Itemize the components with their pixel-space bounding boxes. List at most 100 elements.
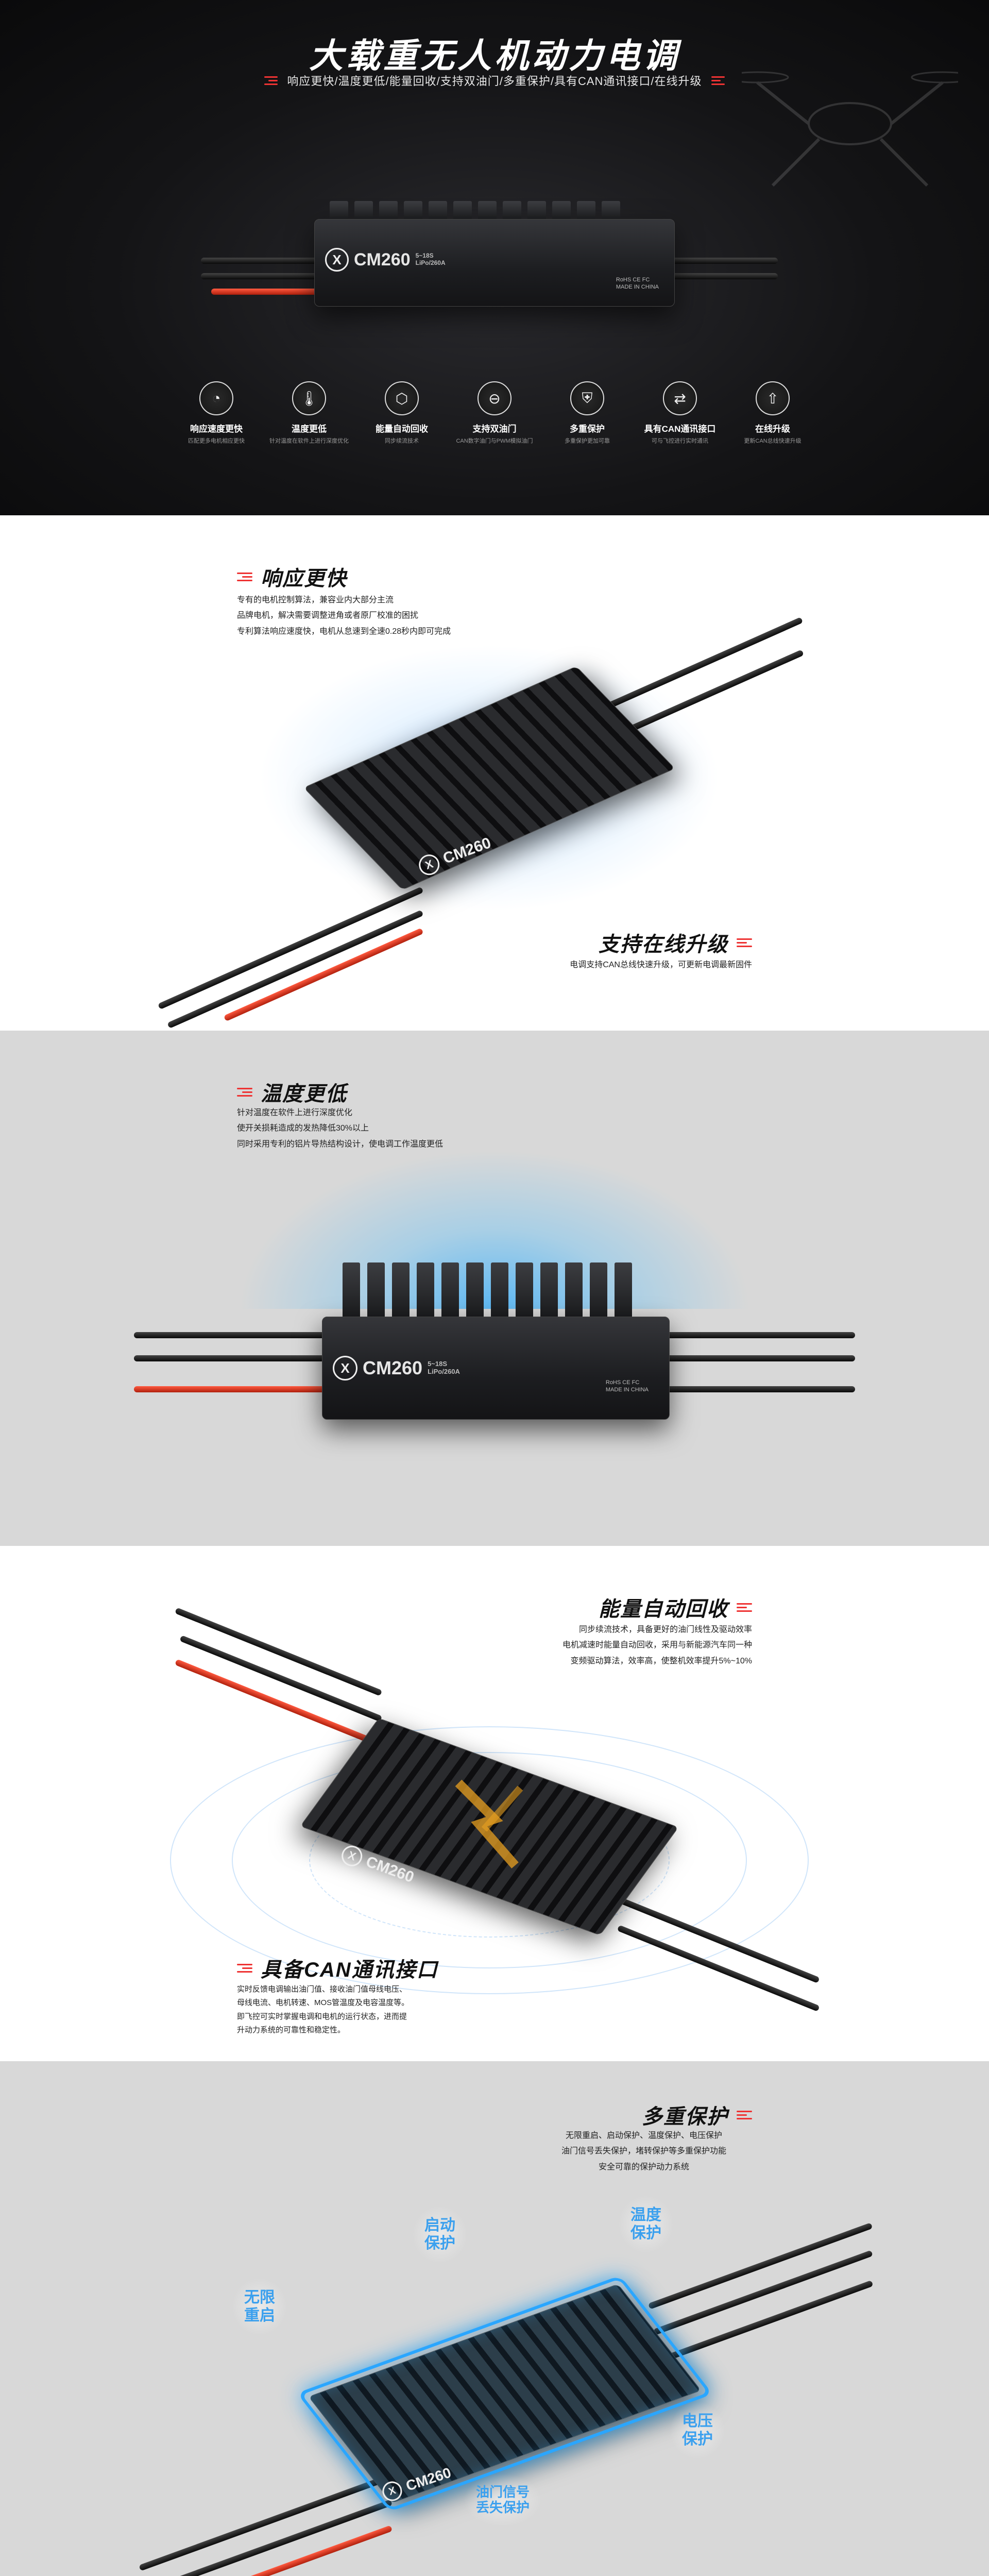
cable: [134, 1355, 340, 1361]
ring-decoration: [170, 1726, 809, 1994]
cable: [223, 928, 424, 1022]
thermometer-icon: 🌡: [292, 381, 326, 415]
cable: [654, 273, 778, 279]
cable: [134, 1332, 340, 1338]
feature-desc: 多重保护更加可靠: [565, 438, 610, 444]
feature-name: 响应速度更快: [190, 424, 243, 434]
esc-model: CM260: [363, 1357, 423, 1378]
heatsink-fins: [330, 201, 620, 222]
esc-spec: 5~18S LiPo/260A: [415, 252, 446, 266]
hero-product-image: X CM260 5~18S LiPo/260A RoHS CE FC MADE …: [0, 196, 989, 330]
hero-section: 大载重无人机动力电调 响应更快/温度更低/能量回收/支持双油门/多重保护/具有C…: [0, 0, 989, 515]
esc-body: X CM260 5~18S LiPo/260A RoHS CE FC MADE …: [314, 219, 675, 307]
feature-desc: 更新CAN总线快速升级: [744, 438, 802, 444]
product-image: X CM260 5~18S LiPo/260A RoHS CE FC MADE …: [0, 1031, 989, 1546]
feature-desc: 针对温度在软件上进行深度优化: [269, 438, 349, 444]
response-section: 响应更快 专有的电机控制算法，兼容业内大部分主流 品牌电机，解决需要调整进角或者…: [0, 515, 989, 1031]
drone-silhouette-icon: [742, 71, 958, 187]
section-text: 针对温度在软件上进行深度优化 使开关损耗造成的发热降低30%以上 同时采用专利的…: [237, 1108, 444, 1149]
protection-tag-signal: 油门信号 丢失保护: [464, 2473, 542, 2527]
feature-desc: CAN数字油门与PWM模拟油门: [456, 438, 533, 444]
cable: [659, 1355, 855, 1361]
section-title: 响应更快: [237, 562, 347, 592]
feature-item: ⇄ 具有CAN通讯接口 可与飞控进行实时通讯: [639, 381, 721, 445]
protection-section: 多重保护 无限重启、启动保护、温度保护、电压保护 油门信号丢失保护，堵转保护等多…: [0, 2061, 989, 2576]
dash-decoration-icon: [237, 1087, 252, 1097]
cable: [659, 1332, 855, 1338]
upgrade-icon: ⇧: [756, 381, 790, 415]
feature-name: 支持双油门: [472, 424, 517, 434]
hero-title: 大载重无人机动力电调: [309, 37, 680, 75]
esc-cert: RoHS CE FC MADE IN CHINA: [605, 1379, 649, 1393]
feature-name: 在线升级: [755, 424, 790, 434]
speedometer-icon: ◔: [199, 381, 233, 415]
feature-item: ⇧ 在线升级 更新CAN总线快速升级: [731, 381, 814, 445]
dash-decoration-icon: [737, 1603, 752, 1612]
esc-cert: RoHS CE FC MADE IN CHINA: [616, 277, 659, 291]
protection-tag-temp: 温度 保护: [618, 2195, 674, 2253]
section-text-2: 实时反馈电调输出油门值、接收油门值母线电压、 母线电流、电机转速、MOS管温度及…: [237, 1985, 410, 2034]
hero-subtitle-row: 响应更快/温度更低/能量回收/支持双油门/多重保护/具有CAN通讯接口/在线升级: [0, 72, 989, 89]
section-text: 无限重启、启动保护、温度保护、电压保护 油门信号丢失保护，堵转保护等多重保护功能…: [561, 2131, 726, 2171]
esc-tilted: [297, 2275, 713, 2512]
throttle-icon: ⊖: [478, 381, 511, 415]
esc-brand: X CM260 5~18S LiPo/260A: [325, 248, 446, 272]
protection-tag-voltage: 电压 保护: [670, 2401, 725, 2460]
cable: [201, 258, 335, 264]
hero-subtitle: 响应更快/温度更低/能量回收/支持双油门/多重保护/具有CAN通讯接口/在线升级: [287, 75, 702, 88]
cable: [659, 1386, 855, 1392]
feature-item: ⬡ 能量自动回收 同步续流技术: [361, 381, 443, 445]
feature-name: 温度更低: [292, 424, 327, 434]
brand-logo-icon: X: [325, 248, 349, 272]
cable: [134, 1386, 340, 1392]
energy-arrow-icon: [455, 1779, 523, 1868]
feature-name: 具有CAN通讯接口: [644, 424, 716, 434]
section-text: 专有的电机控制算法，兼容业内大部分主流 品牌电机，解决需要调整进角或者原厂校准的…: [237, 596, 451, 636]
cable: [175, 1607, 383, 1696]
feature-item: ◔ 响应速度更快 匹配更多电机相应更快: [175, 381, 258, 445]
can-interface-icon: ⇄: [663, 381, 697, 415]
cable: [654, 258, 778, 264]
section-title: 能量自动回收: [599, 1592, 752, 1622]
section-title-2: 支持在线升级: [599, 928, 752, 957]
section-text-2: 电调支持CAN总线快速升级，可更新电调最新固件: [570, 961, 752, 969]
esc-body: X CM260 5~18S LiPo/260A RoHS CE FC MADE …: [322, 1317, 670, 1420]
feature-item: ⊖ 支持双油门 CAN数字油门与PWM模拟油门: [453, 381, 536, 445]
dash-decoration-icon: [737, 938, 752, 947]
product-image: X CM260: [0, 515, 989, 1031]
dash-decoration-icon: [264, 76, 278, 85]
dash-decoration-icon: [237, 572, 252, 581]
ring-decoration: [232, 1752, 747, 1968]
cable: [167, 910, 424, 1029]
heatsink-fins: [343, 1262, 632, 1319]
energy-recycle-icon: ⬡: [385, 381, 419, 415]
feature-list: ◔ 响应速度更快 匹配更多电机相应更快 🌡 温度更低 针对温度在软件上进行深度优…: [175, 381, 814, 445]
section-title-2: 具备CAN通讯接口: [237, 1953, 438, 1983]
temperature-section: 温度更低 针对温度在软件上进行深度优化 使开关损耗造成的发热降低30%以上 同时…: [0, 1031, 989, 1546]
cable: [201, 273, 335, 279]
feature-name: 多重保护: [570, 424, 605, 434]
section-text: 同步续流技术，具备更好的油门线性及驱动效率 电机减速时能量自动回收，采用与新能源…: [562, 1625, 752, 1665]
feature-desc: 同步续流技术: [385, 438, 419, 444]
feature-desc: 匹配更多电机相应更快: [188, 438, 245, 444]
product-image: X CM260: [0, 1546, 989, 2061]
energy-section: 能量自动回收 同步续流技术，具备更好的油门线性及驱动效率 电机减速时能量自动回收…: [0, 1546, 989, 2061]
section-title: 多重保护: [642, 2100, 752, 2130]
protection-tag-start: 启动 保护: [412, 2205, 468, 2264]
dash-decoration-icon: [737, 2110, 752, 2119]
feature-desc: 可与飞控进行实时通讯: [652, 438, 708, 444]
shield-icon: ⛨: [570, 381, 604, 415]
cable: [139, 2473, 393, 2571]
feature-item: ⛨ 多重保护 多重保护更加可靠: [546, 381, 628, 445]
feature-item: 🌡 温度更低 针对温度在软件上进行深度优化: [268, 381, 350, 445]
protection-tag-restart: 无限 重启: [232, 2278, 287, 2336]
feature-name: 能量自动回收: [376, 424, 428, 434]
esc-model: CM260: [354, 249, 411, 270]
esc-brand: X CM260 5~18S LiPo/260A: [333, 1356, 460, 1380]
cable: [211, 289, 335, 295]
esc-spec: 5~18S LiPo/260A: [428, 1360, 460, 1375]
brand-logo-icon: X: [333, 1356, 357, 1380]
section-title: 温度更低: [237, 1077, 347, 1107]
dash-decoration-icon: [711, 76, 725, 85]
dash-decoration-icon: [237, 1963, 252, 1973]
